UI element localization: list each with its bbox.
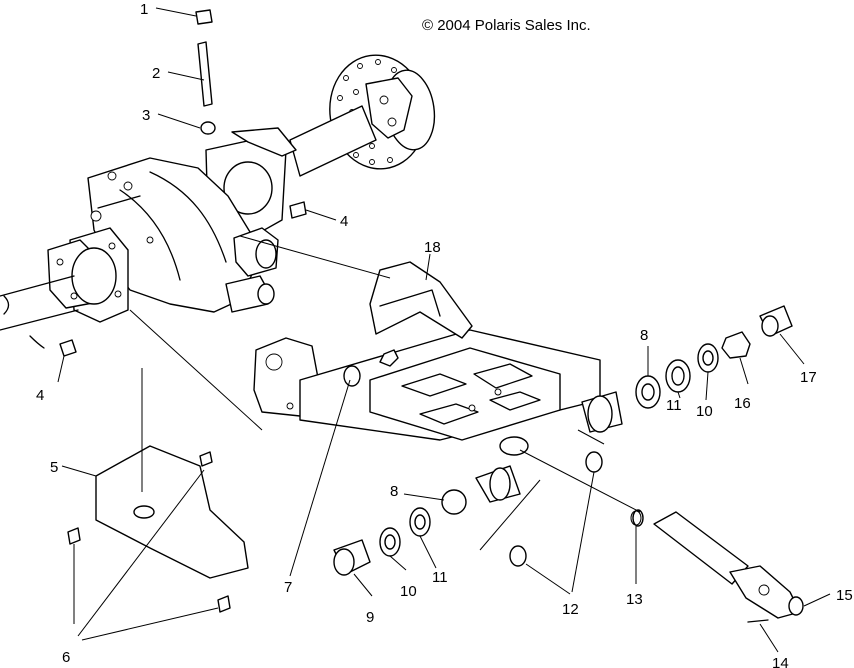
callout-numbers: 1 2 3 4 4 5 6 7 8 8 9 10 10 11 11 12 13 … — [36, 1, 853, 668]
leader-lines — [57, 7, 831, 653]
callout-15: 15 — [836, 587, 853, 604]
callout-9: 9 — [366, 609, 374, 626]
callout-11-left: 11 — [432, 569, 448, 586]
callout-17: 17 — [800, 369, 817, 386]
swing-arm — [253, 261, 623, 503]
callout-14: 14 — [772, 655, 789, 668]
drive-shaft-assembly — [632, 509, 804, 623]
callout-11-right: 11 — [666, 397, 682, 414]
callout-6: 6 — [62, 649, 70, 666]
callout-13: 13 — [626, 591, 643, 608]
callout-7: 7 — [284, 579, 292, 596]
callout-16: 16 — [734, 395, 751, 412]
callout-18: 18 — [424, 239, 441, 256]
callout-1: 1 — [140, 1, 148, 18]
callout-8-right: 8 — [640, 327, 648, 344]
callout-5: 5 — [50, 459, 58, 476]
callout-8-left: 8 — [390, 483, 398, 500]
rear-axle-housing — [0, 54, 436, 349]
callout-4-lower: 4 — [36, 387, 44, 404]
copyright-notice: © 2004 Polaris Sales Inc. — [422, 17, 591, 34]
callout-3: 3 — [142, 107, 150, 124]
callout-10-right: 10 — [696, 403, 713, 420]
callout-2: 2 — [152, 65, 160, 82]
callout-10-left: 10 — [400, 583, 417, 600]
callout-4-upper: 4 — [340, 213, 348, 230]
callout-12: 12 — [562, 601, 579, 618]
